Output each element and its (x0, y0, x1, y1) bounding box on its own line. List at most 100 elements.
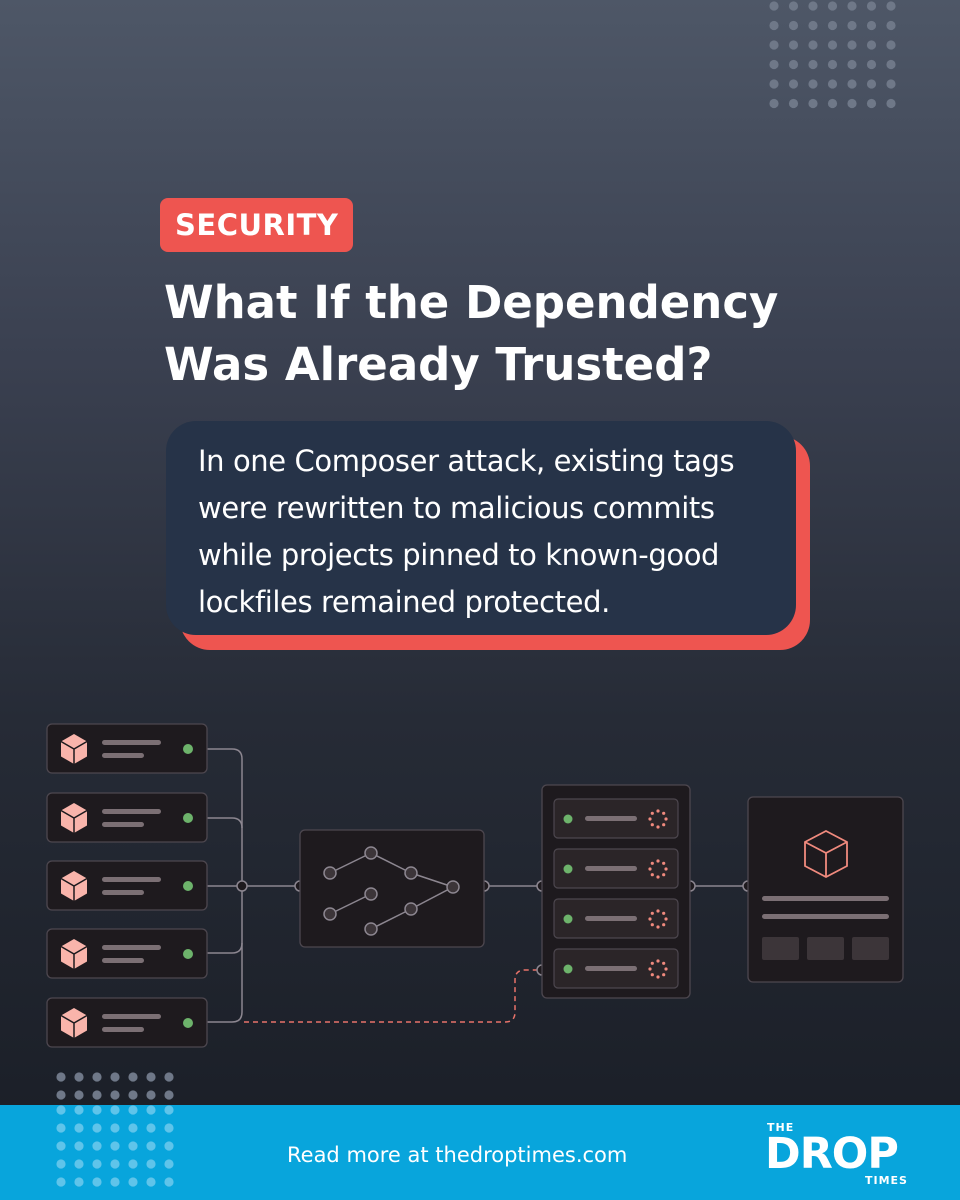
decor-dot (847, 59, 857, 70)
decor-dot (74, 1123, 84, 1133)
decor-dot (146, 1177, 156, 1187)
cube-outline-icon (804, 829, 848, 879)
decor-dot (92, 1177, 102, 1187)
package-row-1 (46, 723, 208, 774)
decor-dot (110, 1123, 120, 1133)
decor-dot (110, 1177, 120, 1187)
decor-dot (146, 1141, 156, 1151)
malicious-path (244, 969, 542, 1023)
decor-dot (164, 1072, 174, 1082)
quote-line-3: while projects pinned to known-good (198, 538, 720, 572)
decor-dot (74, 1159, 84, 1169)
package-row-5 (46, 997, 208, 1048)
decor-dot (769, 20, 779, 31)
decor-dot (866, 20, 877, 31)
decor-dot (92, 1123, 102, 1133)
decor-dot (769, 98, 779, 109)
decor-dot (827, 79, 838, 89)
decor-dot (788, 59, 799, 70)
decor-dot (827, 20, 838, 31)
queue-item-2 (553, 848, 679, 889)
status-dot (183, 949, 193, 959)
quote-box (166, 421, 796, 635)
graph-icon (323, 846, 460, 936)
decor-dot (146, 1090, 156, 1100)
decor-dot (110, 1072, 120, 1082)
decor-dot (56, 1072, 66, 1082)
decor-dot (128, 1141, 138, 1151)
decor-dot (866, 79, 877, 89)
decor-dot (164, 1159, 174, 1169)
decor-dot (808, 1, 818, 11)
decor-dot (808, 59, 818, 70)
decor-dot (788, 79, 799, 89)
decor-dot (146, 1072, 156, 1082)
package-row-4 (46, 928, 208, 979)
package-list (46, 723, 208, 1048)
decor-dot (886, 40, 896, 50)
decor-dot (866, 40, 877, 50)
decor-dot (886, 79, 896, 89)
decor-dot (808, 40, 818, 50)
decor-dot (886, 98, 896, 109)
decor-dot (886, 59, 896, 70)
status-dot (183, 1018, 193, 1028)
decor-dot (847, 79, 857, 89)
footer-bar (0, 1105, 960, 1200)
decor-dot (866, 1, 877, 11)
resolver-box (299, 829, 485, 948)
decor-dot (788, 1, 799, 11)
dot-pattern-top (769, 1, 896, 109)
drop-times-logo: THE DROP TIMES (765, 1121, 915, 1191)
queue-item-3 (553, 898, 679, 939)
decor-dot (847, 98, 857, 109)
logo-drop: DROP (765, 1129, 899, 1179)
decor-dot (74, 1177, 84, 1187)
queue-item-4 (553, 948, 679, 989)
decor-dot (110, 1090, 120, 1100)
decor-dot (92, 1105, 102, 1115)
package-row-3 (46, 860, 208, 911)
decor-dot (128, 1177, 138, 1187)
decor-dot (164, 1123, 174, 1133)
package-row-2 (46, 792, 208, 843)
headline: What If the Dependency Was Already Trust… (164, 272, 864, 396)
decor-dot (164, 1141, 174, 1151)
decor-dot (827, 40, 838, 50)
decor-dot (886, 20, 896, 31)
decor-dot (110, 1105, 120, 1115)
status-dot (183, 744, 193, 754)
decor-dot (827, 98, 838, 109)
dependency-diagram (46, 723, 904, 1048)
decor-dot (74, 1141, 84, 1151)
decor-dot (128, 1105, 138, 1115)
quote-line-1: In one Composer attack, existing tags (198, 444, 735, 478)
quote-text: In one Composer attack, existing tags we… (198, 438, 788, 626)
decor-dot (808, 98, 818, 109)
decor-dot (56, 1141, 66, 1151)
decor-dot (769, 1, 779, 11)
status-dot (183, 881, 193, 891)
category-tag: SECURITY (160, 198, 354, 252)
decor-dot (827, 59, 838, 70)
decor-dot (92, 1141, 102, 1151)
footer-link[interactable]: Read more at thedroptimes.com (287, 1143, 628, 1167)
decor-dot (866, 59, 877, 70)
quote-line-2: were rewritten to malicious commits (198, 491, 715, 525)
decor-dot (886, 1, 896, 11)
decor-dot (56, 1123, 66, 1133)
decor-dot (92, 1072, 102, 1082)
decor-dot (56, 1105, 66, 1115)
decor-dot (56, 1090, 66, 1100)
headline-line-1: What If the Dependency (164, 276, 779, 329)
decor-dot (164, 1177, 174, 1187)
decor-dot (808, 79, 818, 89)
decor-dot (128, 1123, 138, 1133)
decor-dot (146, 1159, 156, 1169)
decor-dot (866, 98, 877, 109)
project-box (747, 796, 904, 983)
status-dot (183, 813, 193, 823)
queue-item-1 (553, 798, 679, 839)
decor-dot (847, 1, 857, 11)
